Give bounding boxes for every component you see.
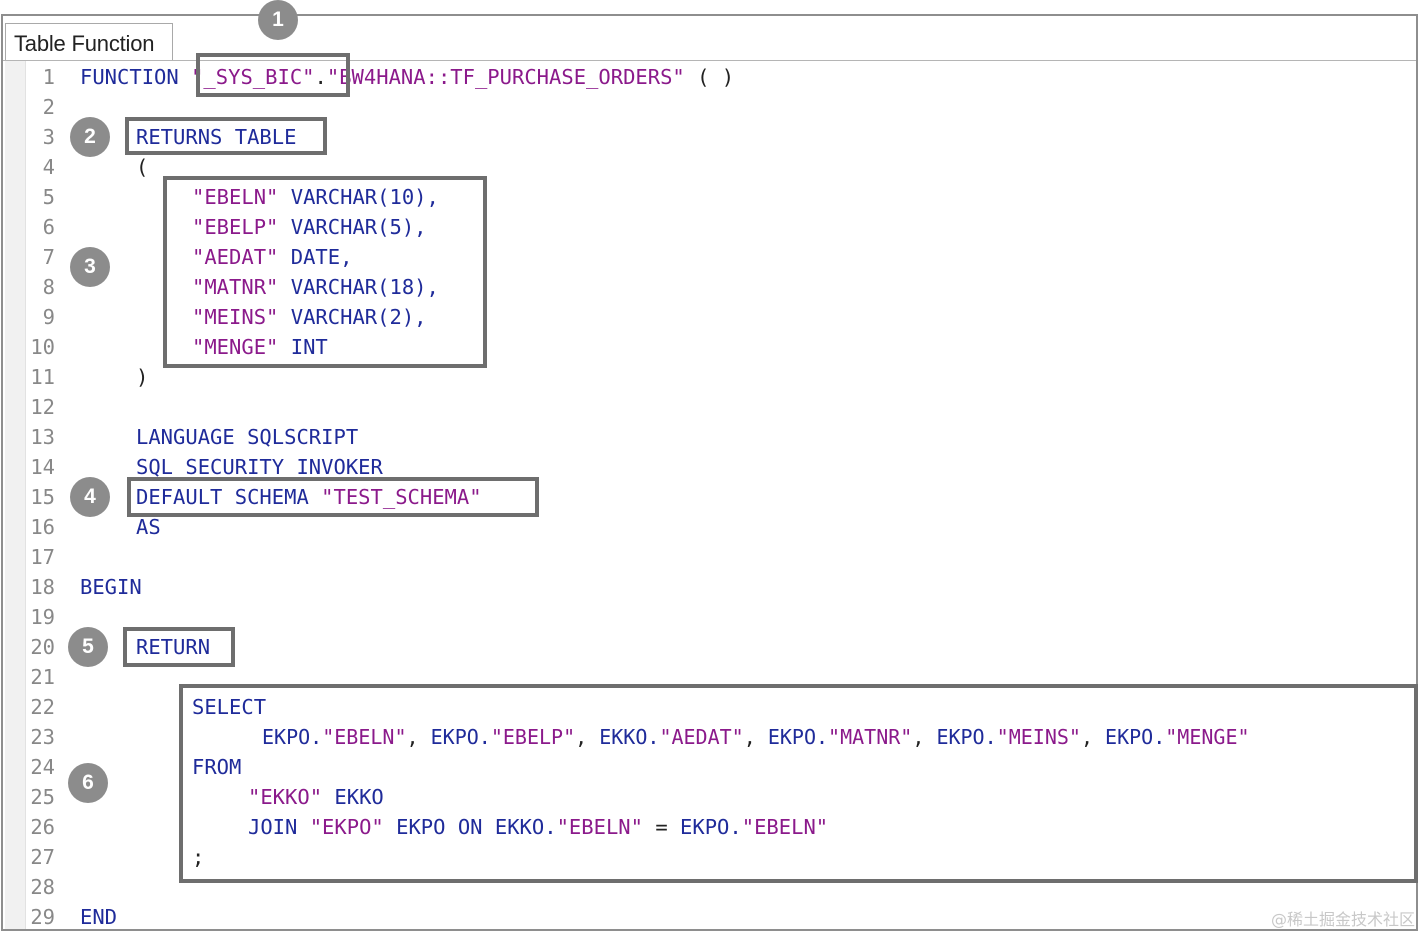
code-line-15: DEFAULT SCHEMA "TEST_SCHEMA" [136, 485, 482, 509]
code-token: EKPO. [767, 725, 829, 749]
code-token: EKPO. [430, 725, 491, 749]
code-token: , [406, 725, 431, 749]
line-number: 22 [30, 695, 55, 719]
line-number: 4 [42, 155, 55, 179]
tab-table-function[interactable]: Table Function [5, 23, 173, 60]
line-number: 21 [30, 665, 55, 689]
code-line-27: ; [192, 845, 205, 869]
code-line-14: SQL SECURITY INVOKER [136, 455, 383, 479]
code-token: EKKO. [599, 725, 660, 749]
callout-badge-2: 2 [70, 117, 110, 157]
line-number: 6 [42, 215, 55, 239]
callout-badge-5: 5 [68, 627, 108, 667]
code-token: , [1080, 725, 1106, 749]
code-token: EKPO. [680, 815, 742, 839]
line-number: 8 [42, 275, 55, 299]
line-number: 11 [30, 365, 55, 389]
code-token: , [575, 725, 600, 749]
line-number: 2 [42, 95, 55, 119]
line-number: 20 [30, 635, 55, 659]
code-token: "MENGE" [1165, 725, 1250, 749]
line-number: 15 [30, 485, 55, 509]
code-line-4: ( [136, 155, 149, 179]
line-number: 27 [30, 845, 55, 869]
code-token: = [642, 815, 681, 839]
highlight-box-columns [163, 176, 487, 368]
code-token: JOIN [248, 815, 310, 839]
code-token: "MEINS" [996, 725, 1081, 749]
code-token: "EBELN" [556, 815, 643, 839]
line-number: 18 [30, 575, 55, 599]
line-number: 7 [42, 245, 55, 269]
line-number: 13 [30, 425, 55, 449]
line-number: 9 [42, 305, 55, 329]
code-line-8: "MATNR" VARCHAR(18), [192, 275, 439, 299]
code-line-16: AS [136, 515, 161, 539]
line-number: 17 [30, 545, 55, 569]
line-number: 26 [30, 815, 55, 839]
line-number: 10 [30, 335, 55, 359]
code-line-6: "EBELP" VARCHAR(5), [192, 215, 427, 239]
code-line-29: END [80, 905, 118, 929]
code-line-1: FUNCTION "_SYS_BIC"."BW4HANA::TF_PURCHAS… [80, 65, 735, 89]
line-number: 23 [30, 725, 55, 749]
callout-badge-1: 1 [258, 0, 298, 40]
code-token: "EBELP" [490, 725, 576, 749]
watermark: @稀土掘金技术社区 [1270, 910, 1415, 929]
code-line-25: "EKKO" EKKO [248, 785, 384, 809]
code-line-26: JOIN "EKPO" EKPO ON EKKO."EBELN" = EKPO.… [248, 812, 828, 842]
code-token: "MATNR" [828, 725, 913, 749]
line-number: 16 [30, 515, 55, 539]
highlight-box-schema [196, 53, 350, 97]
line-number: 28 [30, 875, 55, 899]
code-token: , [912, 725, 937, 749]
code-line-5: "EBELN" VARCHAR(10), [192, 185, 439, 209]
highlight-box-default-schema [127, 477, 539, 517]
code-token: "AEDAT" [659, 725, 744, 749]
line-number: 12 [30, 395, 55, 419]
code-line-20: RETURN [136, 635, 211, 659]
code-token: EKPO. [1105, 725, 1166, 749]
line-number: 3 [42, 125, 55, 149]
code-line-22: SELECT [192, 695, 267, 719]
code-token: EKPO ON EKKO. [383, 815, 557, 839]
code-line-18: BEGIN [80, 575, 142, 599]
code-line-7: "AEDAT" DATE, [192, 245, 353, 269]
line-number: 5 [42, 185, 55, 209]
code-line-3: RETURNS TABLE [136, 125, 297, 149]
line-number: 25 [30, 785, 55, 809]
highlight-box-returns-table [125, 117, 327, 155]
code-line-11: ) [136, 365, 149, 389]
code-line-23: EKPO."EBELN", EKPO."EBELP", EKKO."AEDAT"… [262, 722, 1250, 752]
callout-badge-4: 4 [70, 477, 110, 517]
line-number: 24 [30, 755, 55, 779]
code-token: "EKPO" [309, 815, 384, 839]
code-token: "EBELN" [322, 725, 407, 749]
code-token: EKPO. [936, 725, 997, 749]
callout-badge-3: 3 [70, 247, 110, 287]
callout-badge-6: 6 [68, 763, 108, 803]
code-line-13: LANGUAGE SQLSCRIPT [136, 425, 359, 449]
highlight-box-select [179, 684, 1418, 883]
line-number: 14 [30, 455, 55, 479]
highlight-box-return [123, 627, 235, 667]
line-number: 29 [30, 905, 55, 929]
code-line-10: "MENGE" INT [192, 335, 328, 359]
code-token: EKPO. [262, 725, 323, 749]
gutter [5, 61, 26, 929]
line-number: 1 [42, 65, 55, 89]
code-line-9: "MEINS" VARCHAR(2), [192, 305, 427, 329]
line-number: 19 [30, 605, 55, 629]
code-line-24: FROM [192, 755, 242, 779]
code-token: "EBELN" [741, 815, 829, 839]
code-token: , [743, 725, 768, 749]
